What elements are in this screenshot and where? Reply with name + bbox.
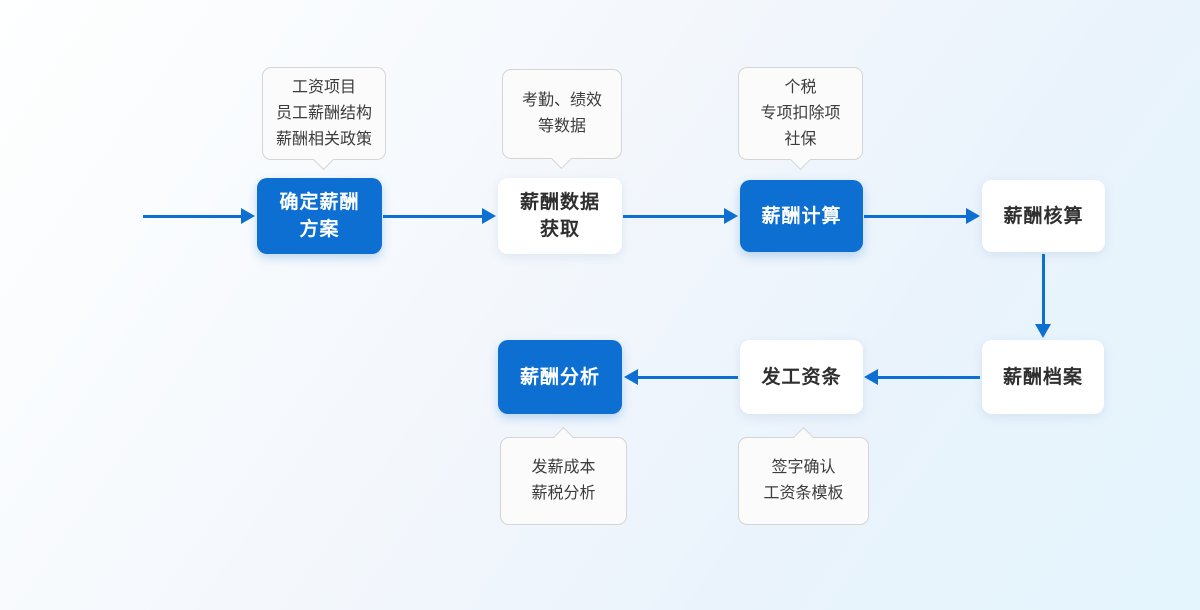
node-determine-salary-plan: 确定薪酬 方案 xyxy=(257,178,382,254)
callout-payslip-confirmation: 签字确认 工资条模板 xyxy=(738,426,869,525)
arrow-shaft xyxy=(143,214,241,218)
callout-line: 考勤、绩效 xyxy=(521,92,602,109)
node-salary-analysis: 薪酬分析 xyxy=(498,340,622,414)
arrow-head-down-icon xyxy=(1035,324,1051,338)
arrow-start-to-plan xyxy=(143,208,255,224)
arrow-archive-to-payslips xyxy=(864,369,980,385)
callout-tail-icon xyxy=(552,426,574,449)
arrow-shaft xyxy=(623,214,724,218)
arrow-head-left-icon xyxy=(624,369,638,385)
node-label-line: 薪酬数据 xyxy=(519,192,600,213)
arrow-head-right-icon xyxy=(966,208,980,224)
arrow-shaft xyxy=(878,375,980,379)
arrow-accounting-to-archive xyxy=(1035,254,1051,338)
callout-tail-icon xyxy=(792,426,814,449)
arrow-shaft xyxy=(638,375,738,379)
callout-tail-icon xyxy=(550,147,573,170)
callout-tax-deduction-items: 个税 专项扣除项 社保 xyxy=(738,67,863,171)
callout-line: 专项扣除项 xyxy=(760,104,841,122)
arrow-data-to-calculation xyxy=(623,208,738,224)
node-salary-accounting: 薪酬核算 xyxy=(982,180,1105,252)
node-label-line: 薪酬分析 xyxy=(519,366,600,388)
callout-attendance-data: 考勤、绩效 等数据 xyxy=(502,69,622,170)
callout-salary-plan-inputs: 工资项目 员工薪酬结构 薪酬相关政策 xyxy=(262,67,386,171)
callout-line: 薪税分析 xyxy=(531,485,596,502)
arrow-shaft xyxy=(864,214,966,218)
callout-line: 等数据 xyxy=(537,118,586,135)
node-label-line: 薪酬核算 xyxy=(1003,205,1084,227)
arrow-plan-to-data xyxy=(383,208,496,224)
arrow-head-right-icon xyxy=(724,208,738,224)
callout-line: 员工薪酬结构 xyxy=(275,104,372,122)
node-label-line: 获取 xyxy=(539,219,580,240)
node-salary-data-acquisition: 薪酬数据 获取 xyxy=(498,178,622,254)
node-label-line: 确定薪酬 xyxy=(279,192,360,213)
arrow-head-left-icon xyxy=(864,369,878,385)
arrow-shaft xyxy=(1041,254,1045,324)
arrow-shaft xyxy=(383,214,482,218)
callout-line: 签字确认 xyxy=(771,459,836,476)
node-label-line: 薪酬档案 xyxy=(1002,366,1083,388)
callout-line: 工资条模板 xyxy=(763,485,844,502)
callout-line: 个税 xyxy=(784,78,817,96)
arrow-head-right-icon xyxy=(241,208,255,224)
callout-line: 社保 xyxy=(784,130,817,148)
arrow-head-right-icon xyxy=(482,208,496,224)
node-send-payslips: 发工资条 xyxy=(740,340,863,414)
node-salary-archive: 薪酬档案 xyxy=(982,340,1104,414)
arrow-payslips-to-analysis xyxy=(624,369,738,385)
callout-line: 发薪成本 xyxy=(531,459,596,476)
callout-line: 薪酬相关政策 xyxy=(275,130,372,148)
callout-line: 工资项目 xyxy=(291,78,356,96)
node-label-line: 薪酬计算 xyxy=(761,205,842,227)
node-label-line: 方案 xyxy=(299,219,340,240)
callout-payroll-cost-analysis: 发薪成本 薪税分析 xyxy=(500,426,627,525)
node-label-line: 发工资条 xyxy=(761,366,842,388)
node-salary-calculation: 薪酬计算 xyxy=(740,180,863,252)
arrow-calculation-to-accounting xyxy=(864,208,980,224)
